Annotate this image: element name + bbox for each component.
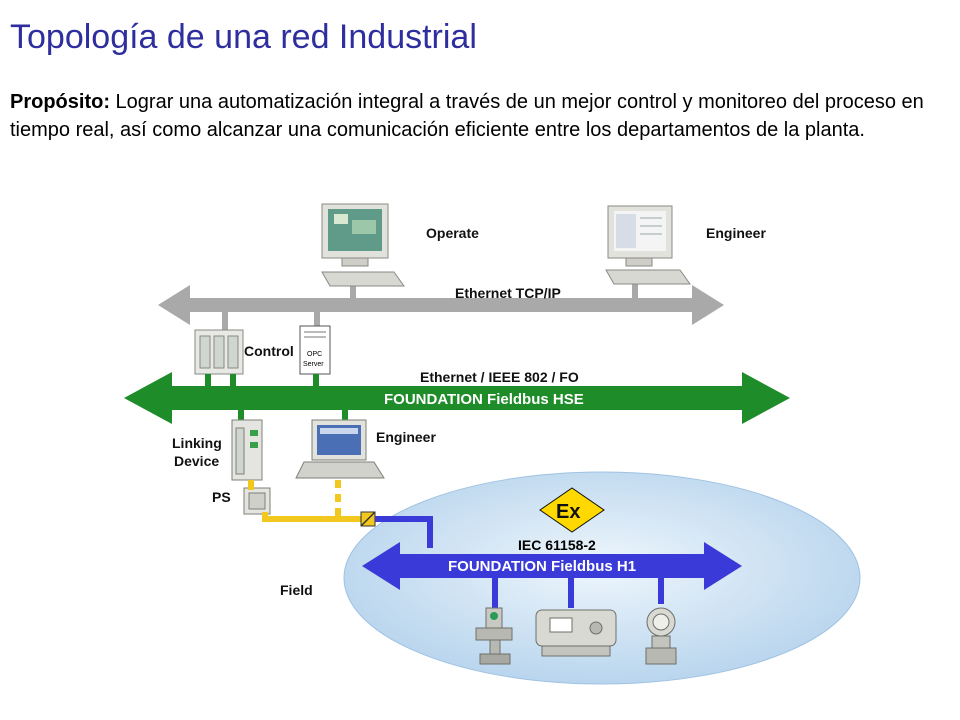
ex-symbol-text: Ex xyxy=(556,501,580,523)
opc-server-icon: OPC Server xyxy=(299,325,331,375)
operate-label: Operate xyxy=(426,225,479,241)
page-title: Topología de una red Industrial xyxy=(10,18,477,56)
power-supply-icon xyxy=(243,487,271,515)
field-label: Field xyxy=(280,582,313,598)
hse-bus-label: FOUNDATION Fieldbus HSE xyxy=(384,391,584,408)
control-plc-icon xyxy=(194,329,244,375)
opc-server-text-2: Server xyxy=(303,361,324,368)
engineer-top-label: Engineer xyxy=(706,225,766,241)
linking-device-icon xyxy=(231,419,263,481)
ethernet-tcpip-bus xyxy=(158,285,724,325)
control-label: Control xyxy=(244,343,294,359)
purpose-label: Propósito: xyxy=(10,91,110,113)
linking-device-label-2: Device xyxy=(174,453,219,469)
opc-server-text-1: OPC xyxy=(307,351,322,358)
h1-bus-label: FOUNDATION Fieldbus H1 xyxy=(448,558,636,575)
linking-device-label-1: Linking xyxy=(172,435,222,451)
valve-positioner-icon xyxy=(535,609,617,657)
h1-yellow-link xyxy=(262,516,364,522)
iec-label: IEC 61158-2 xyxy=(518,537,596,553)
purpose-text: Lograr una automatización integral a tra… xyxy=(10,91,924,141)
flowmeter-icon xyxy=(475,607,513,665)
engineer-mid-label: Engineer xyxy=(376,429,436,445)
engineer-laptop-icon xyxy=(295,419,385,479)
purpose-paragraph: Propósito: Lograr una automatización int… xyxy=(10,88,950,144)
ethernet-tcpip-label: Ethernet TCP/IP xyxy=(455,285,561,301)
operate-workstation-icon xyxy=(321,203,405,287)
ps-label: PS xyxy=(212,489,231,505)
ex-hazard-icon: Ex xyxy=(539,487,605,533)
engineer-workstation-icon xyxy=(605,205,691,285)
h1-coupler-icon xyxy=(360,511,376,527)
h1-bus xyxy=(362,542,742,590)
pressure-transmitter-icon xyxy=(645,607,677,665)
ethernet-ieee-label: Ethernet / IEEE 802 / FO xyxy=(420,369,579,385)
hse-bus xyxy=(124,372,790,424)
